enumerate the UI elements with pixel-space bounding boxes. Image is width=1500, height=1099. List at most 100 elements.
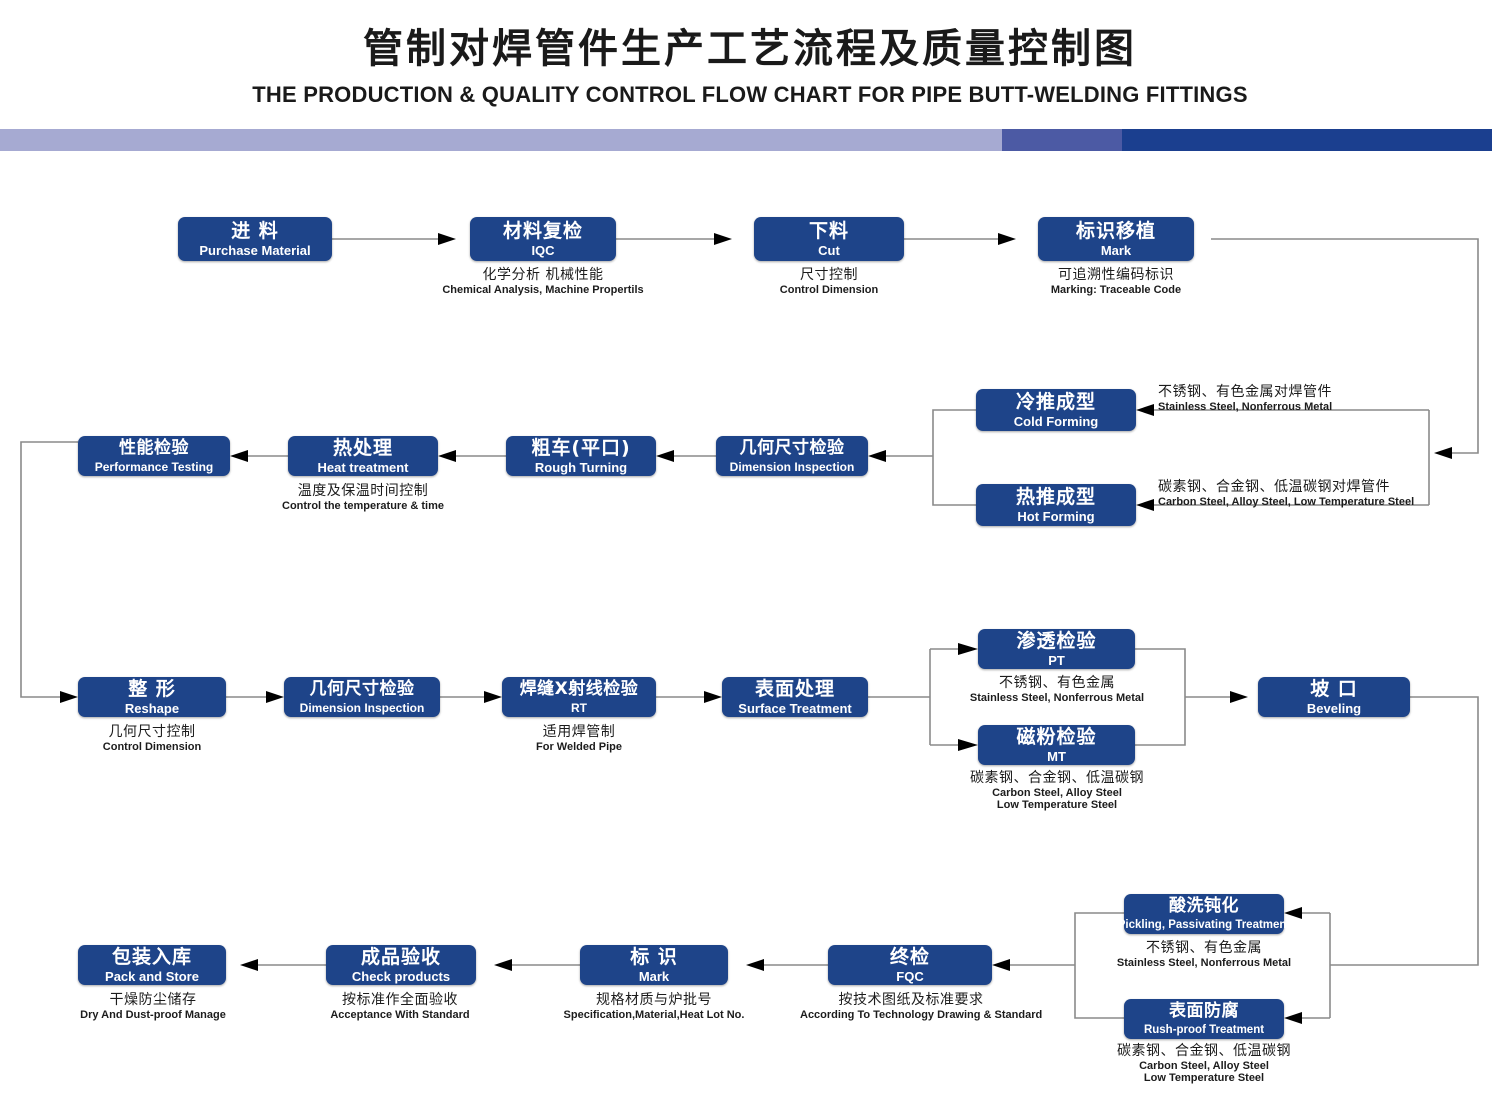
caption-heat-treatment: 温度及保温时间控制 Control the temperature & time (248, 483, 478, 512)
caption-en: According To Technology Drawing & Standa… (800, 1008, 1043, 1021)
caption-en: Stainless Steel, Nonferrous Metal (969, 691, 1145, 704)
caption-cn: 不锈钢、有色金属 (999, 675, 1115, 691)
caption-en: For Welded Pipe (536, 740, 622, 753)
node-label-cn: 终检 (889, 946, 930, 968)
caption-rush-proof: 碳素钢、合金钢、低温碳钢 Carbon Steel, Alloy Steel L… (1104, 1043, 1304, 1085)
node-beveling[interactable]: 坡 口 Beveling (1258, 677, 1410, 717)
caption-cn: 温度及保温时间控制 (297, 483, 429, 499)
node-surface-treatment[interactable]: 表面处理 Surface Treatment (722, 677, 868, 717)
node-weld-xray-rt[interactable]: 焊缝X射线检验 RT (502, 677, 656, 717)
caption-en: Stainless Steel, Nonferrous Metal (1116, 956, 1292, 969)
node-label-en: Check products (351, 969, 451, 984)
node-magnetic-particle-mt[interactable]: 磁粉检验 MT (978, 725, 1135, 765)
node-label-en: Pack and Store (105, 969, 199, 984)
node-label-en: Beveling (1306, 701, 1362, 716)
caption-en: Stainless Steel, Nonferrous Metal (1158, 400, 1333, 413)
caption-en: Control Dimension (779, 283, 879, 296)
node-label-en: Mark (1100, 243, 1132, 258)
node-label-en: Surface Treatment (738, 701, 852, 716)
caption-hot-forming: 碳素钢、合金钢、低温碳钢对焊管件 Carbon Steel, Alloy Ste… (1158, 479, 1498, 508)
caption-cn: 不锈钢、有色金属对焊管件 (1158, 384, 1332, 400)
caption-cn: 适用焊管制 (542, 724, 616, 740)
node-pack-and-store[interactable]: 包装入库 Pack and Store (78, 945, 226, 985)
node-label-cn: 材料复检 (502, 220, 583, 242)
caption-cn: 化学分析 机械性能 (482, 267, 604, 283)
node-label-cn: 渗透检验 (1016, 630, 1097, 652)
caption-cn: 尺寸控制 (800, 267, 858, 283)
caption-mark-final: 规格材质与炉批号 Specification,Material,Heat Lot… (548, 992, 760, 1021)
caption-cn: 可追溯性编码标识 (1058, 267, 1174, 283)
caption-weld-xray-rt: 适用焊管制 For Welded Pipe (494, 724, 664, 753)
node-label-cn: 成品验收 (360, 946, 441, 968)
node-cut[interactable]: 下料 Cut (754, 217, 904, 261)
node-rush-proof-treatment[interactable]: 表面防腐 Rush-proof Treatment (1124, 999, 1284, 1039)
caption-pickling: 不锈钢、有色金属 Stainless Steel, Nonferrous Met… (1112, 940, 1296, 969)
node-dimension-inspection-2[interactable]: 几何尺寸检验 Dimension Inspection (284, 677, 440, 717)
node-label-en: MT (1047, 749, 1066, 764)
caption-en: Carbon Steel, Alloy Steel, Low Temperatu… (1158, 495, 1415, 508)
header-bar-segment-light (0, 129, 1002, 151)
caption-cold-forming: 不锈钢、有色金属对焊管件 Stainless Steel, Nonferrous… (1158, 384, 1478, 413)
caption-iqc: 化学分析 机械性能 Chemical Analysis, Machine Pro… (418, 267, 668, 296)
node-label-en: Hot Forming (1017, 509, 1095, 524)
node-label-cn: 包装入库 (111, 946, 192, 968)
node-label-cn: 酸洗钝化 (1169, 896, 1239, 916)
node-reshape[interactable]: 整 形 Reshape (78, 677, 226, 717)
node-label-cn: 焊缝X射线检验 (519, 679, 639, 699)
node-label-en: Dimension Inspection (729, 460, 855, 474)
caption-cn: 按技术图纸及标准要求 (838, 992, 984, 1008)
node-label-en: Heat treatment (317, 460, 409, 475)
node-label-cn: 几何尺寸检验 (739, 438, 845, 458)
caption-cn: 碳素钢、合金钢、低温碳钢对焊管件 (1158, 479, 1390, 495)
node-label-cn: 标识移植 (1075, 220, 1156, 242)
node-label-en: PT (1048, 653, 1065, 668)
node-label-cn: 冷推成型 (1015, 391, 1096, 413)
caption-en: Marking: Traceable Code (1050, 283, 1182, 296)
node-label-cn: 进 料 (231, 220, 279, 242)
node-check-products[interactable]: 成品验收 Check products (326, 945, 476, 985)
caption-fqc: 按技术图纸及标准要求 According To Technology Drawi… (800, 992, 1043, 1021)
caption-cn: 规格材质与炉批号 (596, 992, 712, 1008)
node-mark-transplant[interactable]: 标识移植 Mark (1038, 217, 1194, 261)
caption-cn: 几何尺寸控制 (108, 724, 196, 740)
caption-en: Control the temperature & time (282, 499, 444, 512)
node-mark-final[interactable]: 标 识 Mark (580, 945, 728, 985)
node-purchase-material[interactable]: 进 料 Purchase Material (178, 217, 332, 261)
node-pickling-passivating[interactable]: 酸洗钝化 Pickling, Passivating Treatment (1118, 894, 1290, 934)
node-fqc[interactable]: 终检 FQC (828, 945, 992, 985)
node-performance-testing[interactable]: 性能检验 Performance Testing (78, 436, 230, 476)
node-label-en: Cold Forming (1013, 414, 1099, 429)
caption-en: Control Dimension (102, 740, 202, 753)
caption-check-products: 按标准作全面验收 Acceptance With Standard (296, 992, 504, 1021)
node-label-en: RT (571, 701, 587, 715)
node-heat-treatment[interactable]: 热处理 Heat treatment (288, 436, 438, 476)
caption-cn: 干燥防尘储存 (109, 992, 197, 1008)
node-label-en: Cut (818, 243, 840, 258)
node-penetrant-testing-pt[interactable]: 渗透检验 PT (978, 629, 1135, 669)
node-label-en: Rush-proof Treatment (1143, 1024, 1265, 1036)
caption-en: Carbon Steel, Alloy Steel Low Temperatur… (992, 786, 1122, 812)
node-dimension-inspection-1[interactable]: 几何尺寸检验 Dimension Inspection (716, 436, 868, 476)
node-label-cn: 下料 (808, 220, 849, 242)
page-title-cn: 管制对焊管件生产工艺流程及质量控制图 (363, 26, 1137, 72)
caption-reshape: 几何尺寸控制 Control Dimension (62, 724, 242, 753)
caption-pack-and-store: 干燥防尘储存 Dry And Dust-proof Manage (48, 992, 258, 1021)
caption-cn: 按标准作全面验收 (342, 992, 458, 1008)
node-iqc[interactable]: 材料复检 IQC (470, 217, 616, 261)
node-label-cn: 磁粉检验 (1016, 726, 1097, 748)
caption-pt: 不锈钢、有色金属 Stainless Steel, Nonferrous Met… (966, 675, 1148, 704)
node-hot-forming[interactable]: 热推成型 Hot Forming (976, 484, 1136, 526)
node-label-cn: 热推成型 (1015, 486, 1096, 508)
page-title-en: THE PRODUCTION & QUALITY CONTROL FLOW CH… (252, 82, 1248, 107)
node-rough-turning[interactable]: 粗车(平口) Rough Turning (506, 436, 656, 476)
caption-en: Acceptance With Standard (330, 1008, 470, 1021)
node-label-cn: 粗车(平口) (531, 437, 631, 459)
node-label-en: IQC (531, 243, 555, 258)
caption-en: Carbon Steel, Alloy Steel Low Temperatur… (1139, 1059, 1269, 1085)
node-cold-forming[interactable]: 冷推成型 Cold Forming (976, 389, 1136, 431)
node-label-en: Pickling, Passivating Treatment (1117, 919, 1291, 931)
caption-en: Chemical Analysis, Machine Propertils (442, 283, 644, 296)
caption-cn: 不锈钢、有色金属 (1146, 940, 1262, 956)
node-label-en: FQC (896, 969, 924, 984)
